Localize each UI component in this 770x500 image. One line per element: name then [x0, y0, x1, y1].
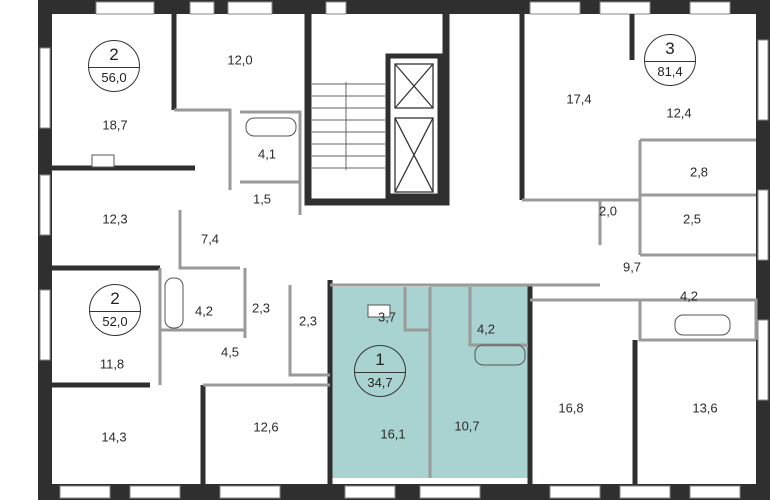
partitions	[158, 108, 758, 478]
badge-divider	[89, 67, 139, 68]
room-count: 2	[110, 289, 120, 308]
apartment-area: 34,7	[367, 375, 393, 390]
apartment-area: 56,0	[101, 70, 127, 85]
room-area-label: 2,3	[251, 300, 271, 316]
room-area-label: 1,5	[252, 191, 272, 207]
room-area-label: 14,3	[101, 429, 127, 445]
apartment-badge[interactable]: 2 52,0	[89, 284, 141, 336]
apartment-badge-highlighted[interactable]: 1 34,7	[354, 345, 406, 397]
stairs	[312, 82, 385, 170]
room-area-label: 4,2	[194, 303, 214, 319]
room-area-label: 2,5	[682, 211, 702, 227]
room-area-label: 10,7	[454, 418, 480, 434]
room-area-label: 4,5	[220, 344, 240, 360]
core-walls	[304, 14, 450, 206]
room-area-label: 4,2	[476, 321, 496, 337]
room-area-label: 12,0	[227, 52, 253, 68]
elevators	[394, 63, 434, 193]
room-area-label: 2,3	[298, 313, 318, 329]
badge-divider	[355, 372, 405, 373]
room-area-label: 3,7	[377, 309, 397, 325]
room-count: 3	[665, 39, 675, 58]
room-area-label: 12,3	[102, 211, 128, 227]
apartment-area: 81,4	[657, 64, 683, 79]
room-count: 2	[109, 45, 119, 64]
room-area-label: 9,7	[622, 259, 642, 275]
room-area-label: 16,1	[380, 426, 406, 442]
fixtures	[91, 117, 731, 366]
room-area-label: 4,1	[257, 146, 277, 162]
apartment-badge[interactable]: 2 56,0	[88, 40, 140, 92]
interior-walls	[52, 14, 638, 484]
room-area-label: 16,8	[558, 400, 584, 416]
room-area-label: 2,8	[689, 164, 709, 180]
room-count: 1	[375, 350, 385, 369]
room-area-label: 18,7	[102, 117, 128, 133]
room-area-label: 2,0	[598, 203, 618, 219]
room-area-label: 7,4	[200, 231, 220, 247]
apartment-area: 52,0	[102, 314, 128, 329]
room-area-label: 12,4	[666, 105, 692, 121]
room-area-label: 11,8	[99, 356, 125, 372]
room-area-label: 13,6	[692, 400, 718, 416]
room-area-label: 17,4	[566, 91, 592, 107]
room-area-label: 4,2	[679, 288, 699, 304]
badge-divider	[645, 61, 695, 62]
apartment-badge[interactable]: 3 81,4	[644, 34, 696, 86]
badge-divider	[90, 311, 140, 312]
room-area-label: 12,6	[253, 419, 279, 435]
windows	[39, 1, 769, 499]
